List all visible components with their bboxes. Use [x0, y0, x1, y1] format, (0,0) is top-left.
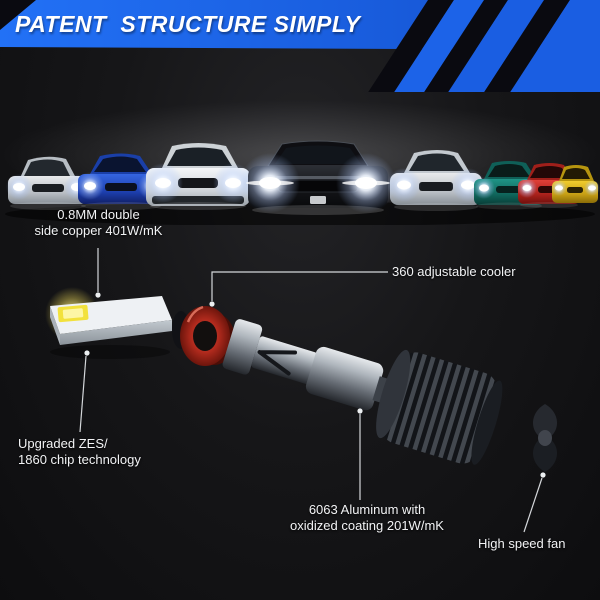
- callout-aluminum-body: 6063 Aluminum with oxidized coating 201W…: [290, 502, 444, 534]
- callout-lines: [79, 248, 543, 533]
- callout-copper-plate: 0.8MM double side copper 401W/mK: [34, 207, 163, 239]
- cooler-ring-part: [180, 305, 235, 366]
- car-yellow: [551, 165, 600, 203]
- heatsink-part: [376, 349, 503, 465]
- copper-plate-part: [45, 287, 172, 359]
- car-silver-right: [387, 150, 485, 211]
- callout-dots: [84, 292, 546, 478]
- callout-cooler: 360 adjustable cooler: [392, 264, 516, 279]
- cars-image: [0, 100, 600, 225]
- callout-chip: Upgraded ZES/ 1860 chip technology: [18, 436, 141, 468]
- aluminum-body-part: [222, 319, 399, 411]
- fan-part: [532, 404, 558, 472]
- car-silver-left: [6, 156, 90, 210]
- car-black-center: [240, 140, 396, 215]
- car-blue: [76, 153, 166, 210]
- callout-fan: High speed fan: [478, 536, 566, 551]
